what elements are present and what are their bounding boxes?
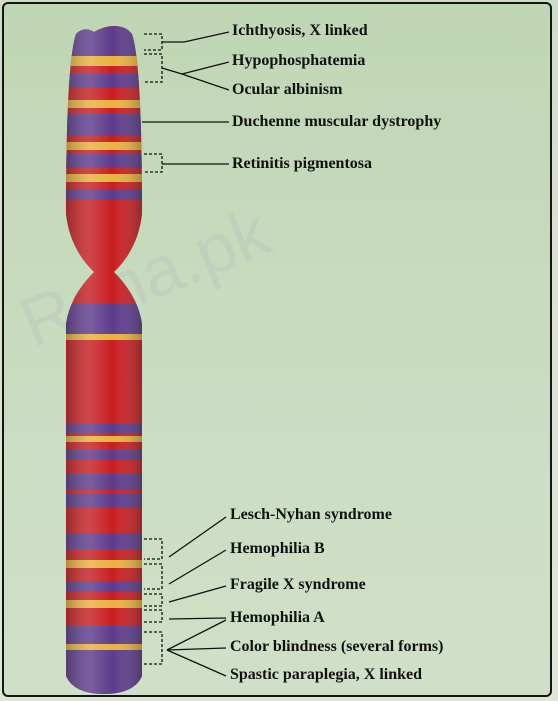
label-duchenne: Duchenne muscular dystrophy <box>232 113 441 131</box>
pointer-lines <box>142 32 229 676</box>
label-hypophosphatemia: Hypophosphatemia <box>232 52 365 70</box>
label-ichthyosis: Ichthyosis, X linked <box>232 22 368 40</box>
label-ocular-albinism: Ocular albinism <box>232 81 342 99</box>
label-fragile-x: Fragile X syndrome <box>230 576 366 594</box>
label-hemophilia-b: Hemophilia B <box>230 540 325 558</box>
label-color-blindness: Color blindness (several forms) <box>230 638 443 656</box>
label-lesch-nyhan: Lesch-Nyhan syndrome <box>230 506 392 524</box>
diagram-frame: Rana.pk <box>2 2 552 697</box>
label-spastic-paraplegia: Spastic paraplegia, X linked <box>230 666 422 684</box>
label-hemophilia-a: Hemophilia A <box>230 609 325 627</box>
chromosome-body <box>59 19 149 697</box>
label-retinitis: Retinitis pigmentosa <box>232 155 372 173</box>
